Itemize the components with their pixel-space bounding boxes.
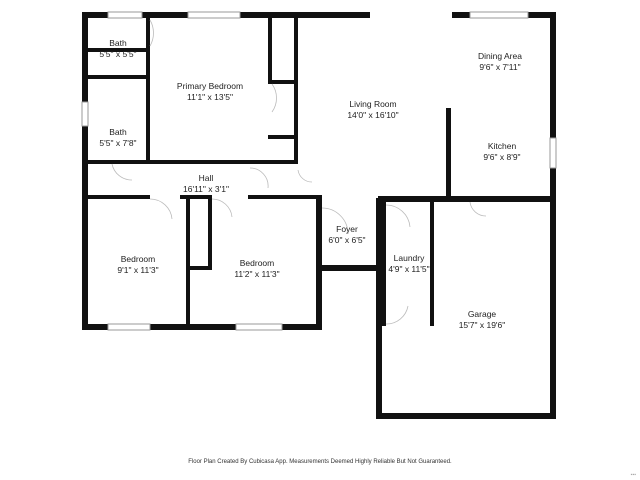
room-label-bath-1: Bath 5'5" x 5'5" [99, 38, 136, 60]
room-name: Bedroom [120, 254, 156, 264]
window [469, 11, 529, 19]
interior-wall [382, 196, 386, 326]
room-dimensions: 5'5" x 7'8" [99, 138, 137, 148]
room-dimensions: 16'11" x 3'1" [183, 184, 229, 194]
exterior-wall [316, 195, 322, 330]
room-label-kitchen: Kitchen 9'6" x 8'9" [483, 141, 520, 163]
exterior-wall [316, 265, 378, 271]
room-label-garage: Garage 15'7" x 19'6" [459, 309, 506, 331]
interior-wall [88, 160, 298, 164]
room-label-dining-area: Dining Area 9'6" x 7'11" [478, 51, 522, 73]
room-name: Hall [198, 173, 214, 183]
room-label-bath-2: Bath 5'5" x 7'8" [99, 127, 136, 149]
room-label-living-room: Living Room 14'0" x 16'10" [347, 99, 398, 121]
room-name: Laundry [393, 253, 425, 263]
room-label-foyer: Foyer 6'0" x 6'5" [328, 224, 365, 246]
room-name: Dining Area [478, 51, 522, 61]
corner-watermark: ▪▪▪ [630, 472, 636, 478]
room-dimensions: 6'0" x 6'5" [328, 235, 366, 245]
room-dimensions: 15'7" x 19'6" [458, 320, 506, 330]
door-swing [111, 163, 133, 181]
room-dimensions: 9'6" x 8'9" [483, 152, 521, 162]
interior-wall [88, 75, 150, 79]
window [107, 323, 151, 331]
exterior-wall [376, 198, 382, 418]
exterior-wall [378, 196, 556, 202]
door-swing [385, 305, 409, 325]
doors [111, 19, 487, 325]
door-swing [211, 198, 233, 218]
windows [81, 11, 557, 331]
exterior-wall [550, 196, 556, 419]
door-swing [149, 198, 173, 220]
interior-wall [268, 18, 272, 80]
room-label-bedroom-2: Bedroom 11'2" x 11'3" [234, 258, 279, 280]
room-dimensions: 11'1" x 13'5" [186, 92, 233, 102]
exterior-wall [446, 108, 451, 200]
room-dimensions: 14'0" x 16'10" [347, 110, 399, 120]
room-label-primary-bedroom: Primary Bedroom 11'1" x 13'5" [177, 81, 243, 103]
interior-wall [294, 18, 298, 164]
room-name: Foyer [336, 224, 358, 234]
window [107, 11, 143, 19]
footer-disclaimer: Floor Plan Created By Cubicasa App. Meas… [188, 459, 452, 465]
window [81, 101, 89, 127]
room-name: Bedroom [239, 258, 275, 268]
interior-wall [186, 266, 212, 270]
interior-wall [186, 195, 190, 325]
room-name: Kitchen [487, 141, 517, 151]
room-label-bedroom-1: Bedroom 9'1" x 11'3" [117, 254, 158, 276]
room-name: Bath [109, 38, 127, 48]
interior-wall [88, 195, 150, 199]
room-name: Primary Bedroom [176, 81, 244, 91]
interior-wall [208, 195, 212, 270]
room-dimensions: 9'1" x 11'3" [117, 265, 159, 275]
interior-wall [88, 48, 150, 52]
interior-wall [268, 135, 298, 139]
window [549, 137, 557, 169]
room-name: Living Room [349, 99, 397, 109]
room-label-hall: Hall 16'11" x 3'1" [183, 173, 229, 195]
room-dimensions: 11'2" x 11'3" [234, 269, 280, 279]
window [235, 323, 283, 331]
walls [82, 12, 556, 419]
interior-wall [146, 18, 150, 164]
room-name: Bath [109, 127, 127, 137]
interior-wall [430, 196, 434, 326]
interior-wall [268, 80, 298, 84]
exterior-wall [376, 413, 556, 419]
exterior-wall [550, 12, 556, 202]
interior-wall [180, 195, 210, 199]
door-swing [321, 207, 349, 235]
door-swing [149, 19, 154, 47]
interior-wall [248, 195, 320, 199]
room-label-laundry: Laundry 4'9" x 11'5" [388, 253, 429, 275]
exterior-wall [82, 12, 88, 330]
room-dimensions: 4'9" x 11'5" [388, 264, 430, 274]
exterior-wall [82, 324, 322, 330]
door-swing [271, 83, 277, 113]
window [187, 11, 241, 19]
door-swing [469, 201, 487, 217]
door-swing [385, 204, 411, 228]
room-dimensions: 5'5" x 5'5" [99, 49, 137, 59]
room-dimensions: 9'6" x 7'11" [479, 62, 521, 72]
door-swing [249, 167, 269, 189]
door-swing [297, 169, 313, 183]
room-name: Garage [467, 309, 497, 319]
